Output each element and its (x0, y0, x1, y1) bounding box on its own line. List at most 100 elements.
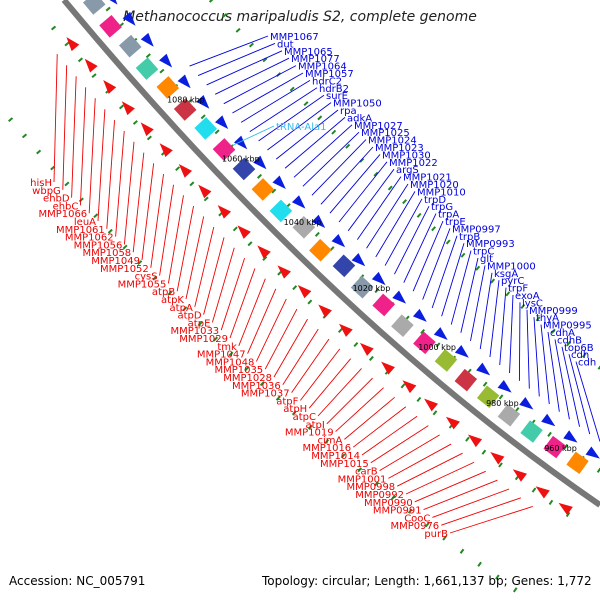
tick-mark (262, 255, 268, 261)
leader-line (547, 331, 560, 412)
leader-line (338, 161, 388, 223)
tick-mark (222, 12, 228, 18)
gene-label: MMP1065 (284, 47, 333, 58)
tick-mark (357, 467, 363, 473)
leader-line (97, 109, 106, 222)
gene-label: atpE (188, 318, 211, 329)
tick-mark (460, 252, 466, 258)
tick-mark (78, 197, 84, 203)
gene-label: MMP1047 (197, 350, 246, 361)
tick-mark (213, 336, 218, 342)
reverse-gene-arrow (257, 245, 271, 259)
forward-gene-arrow (122, 11, 136, 26)
tick-mark (259, 381, 265, 387)
leader-line (344, 396, 395, 440)
gene-label: atpC (293, 412, 316, 423)
leader-line (275, 109, 339, 160)
leader-line (352, 406, 407, 448)
leader-line (291, 338, 330, 393)
gene-block (173, 98, 197, 121)
tick-mark (93, 213, 99, 219)
tick-mark (424, 522, 430, 528)
reverse-gene-arrow (140, 122, 154, 137)
gene-label: MMP1019 (285, 428, 334, 439)
gene-block (194, 117, 217, 140)
gene-label: argS (396, 165, 419, 176)
leader-line (423, 479, 498, 511)
forward-gene-arrow (196, 94, 210, 109)
tick-mark (432, 410, 438, 416)
gene-block (332, 254, 356, 278)
gene-label: atpA (170, 303, 193, 314)
tick-mark (208, 0, 215, 3)
gene-label: adkA (347, 113, 372, 124)
reverse-gene-arrow (359, 342, 374, 356)
gene-label: MMP0995 (543, 321, 592, 332)
tick-mark (442, 535, 447, 541)
gene-label: MMP1057 (305, 69, 354, 80)
leader-line (479, 272, 493, 350)
gene-label: MMP1000 (487, 261, 536, 272)
reverse-gene-arrow (490, 452, 505, 465)
leader-line (211, 247, 235, 323)
leader-line (405, 461, 475, 495)
leader-line (194, 226, 215, 307)
tick-mark (374, 288, 380, 294)
tick-mark (431, 226, 437, 232)
tick-mark (132, 120, 138, 125)
gene-label: rpa (340, 106, 357, 117)
leader-line (232, 125, 275, 146)
gene-label: wbpG (32, 186, 61, 197)
gene-label: hisH (30, 178, 52, 189)
gene-label: trpA (438, 210, 459, 221)
gene-label: CooC (404, 513, 430, 524)
gene-label: MMP1052 (100, 264, 149, 275)
tick-mark (373, 171, 379, 177)
gene-block (520, 420, 543, 443)
leader-line (394, 205, 430, 275)
leader-line (449, 506, 533, 534)
gene-block (434, 349, 458, 372)
leader-line (526, 309, 530, 389)
leader-line (366, 183, 409, 249)
leader-line (293, 124, 353, 178)
leader-line (575, 361, 600, 442)
leader-line (273, 318, 308, 378)
leader-line (229, 268, 256, 339)
tick-mark (189, 181, 195, 187)
tick-mark (498, 394, 504, 400)
leader-line (311, 139, 367, 196)
tick-mark (445, 239, 451, 245)
forward-gene-arrow (253, 155, 267, 170)
tick-mark (498, 462, 503, 468)
leader-line (450, 250, 472, 325)
reverse-gene-arrow (198, 184, 212, 199)
gene-block (135, 57, 159, 80)
ruler-label: 1020 kbp (353, 284, 391, 293)
forward-gene-arrow (476, 362, 491, 376)
gene-block (118, 34, 142, 58)
reverse-gene-arrow (445, 416, 460, 430)
reverse-gene-arrow (84, 58, 98, 73)
gene-label: MMP1050 (333, 99, 382, 110)
reverse-gene-arrow (121, 101, 135, 116)
tick-mark (531, 487, 537, 493)
leader-line (379, 434, 440, 471)
reverse-gene-arrow (467, 434, 483, 448)
gene-label: atpB (152, 287, 175, 298)
forward-gene-arrow (351, 253, 366, 267)
tick-mark (340, 453, 346, 459)
forward-gene-arrow (104, 0, 118, 5)
tick-mark (152, 275, 158, 281)
gene-label: cdhB (557, 335, 582, 346)
gene-label: MMP1020 (410, 180, 459, 191)
forward-gene-arrow (433, 327, 448, 340)
tick-mark (50, 25, 57, 31)
tick-mark (566, 340, 572, 346)
forward-gene-arrow (331, 233, 346, 248)
tick-mark (520, 303, 526, 310)
tick-mark (248, 42, 254, 48)
tick-mark (232, 226, 238, 232)
gene-label: MMP1062 (65, 233, 114, 244)
